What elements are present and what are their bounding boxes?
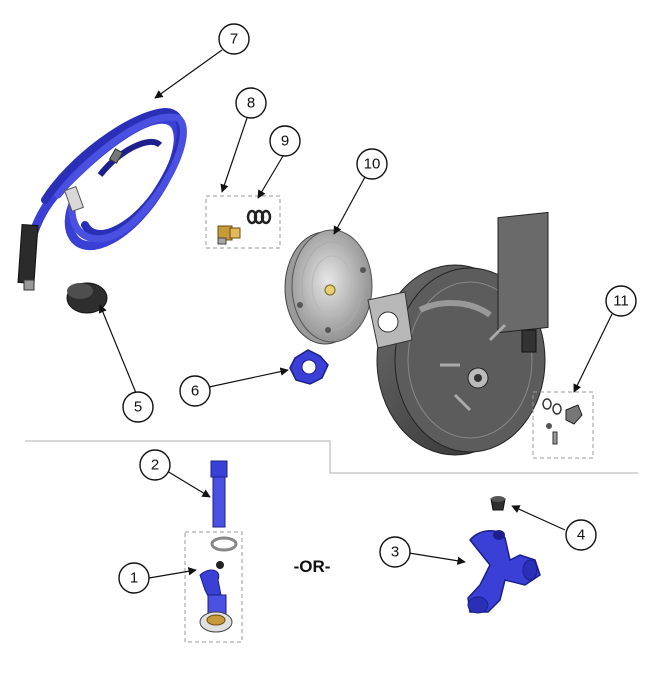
callout-10: 10: [356, 148, 388, 180]
leader-10: [333, 176, 366, 235]
callout-3: 3: [379, 536, 411, 568]
callout-6: 6: [179, 375, 211, 407]
callout-2: 2: [139, 449, 171, 481]
part-11-group-box: [532, 391, 594, 459]
reel-assembly: [367, 211, 549, 456]
leader-1: [148, 567, 197, 579]
svg-text:1: 1: [130, 570, 138, 587]
part-5-hose-stop: [66, 282, 108, 314]
callout-7: 7: [218, 23, 250, 55]
svg-text:5: 5: [134, 399, 142, 416]
part-3-alt-spray-valve: [467, 530, 541, 614]
section-divider: [25, 440, 638, 474]
leader-2: [166, 470, 211, 498]
svg-text:8: 8: [247, 95, 255, 112]
svg-text:7: 7: [230, 31, 238, 48]
callout-1: 1: [118, 562, 150, 594]
part-1-spray-valve: [199, 536, 238, 633]
svg-text:10: 10: [364, 156, 381, 173]
part-9-o-rings: [246, 209, 272, 225]
leader-11: [573, 313, 613, 393]
svg-text:3: 3: [391, 544, 399, 561]
part-6-coupler: [289, 349, 329, 385]
leader-5: [98, 304, 137, 394]
part-10-drum-cover: [284, 229, 373, 345]
svg-text:11: 11: [613, 293, 629, 310]
callout-11: 11: [605, 285, 637, 317]
svg-text:2: 2: [151, 457, 159, 474]
or-separator: -OR-: [294, 557, 331, 576]
svg-text:4: 4: [577, 527, 585, 544]
leader-8: [220, 117, 248, 193]
leader-3: [408, 552, 466, 565]
callout-9: 9: [269, 125, 301, 157]
leader-4: [511, 505, 566, 531]
leader-6: [208, 367, 289, 388]
part-11-hardware: [542, 398, 583, 445]
part-8-elbow-fitting: [217, 225, 241, 245]
callout-5: 5: [122, 391, 154, 423]
part-7-hose: [17, 107, 187, 291]
part-8-9-group-box: [205, 195, 281, 249]
callout-8: 8: [235, 87, 267, 119]
svg-text:9: 9: [281, 133, 289, 150]
callout-4: 4: [565, 519, 597, 551]
part-1-group-box: [184, 531, 243, 643]
part-2-valve-stem: [210, 460, 228, 528]
leader-9: [257, 155, 284, 199]
leader-7: [154, 49, 223, 99]
part-4-cap: [490, 496, 506, 511]
svg-text:6: 6: [191, 383, 199, 400]
